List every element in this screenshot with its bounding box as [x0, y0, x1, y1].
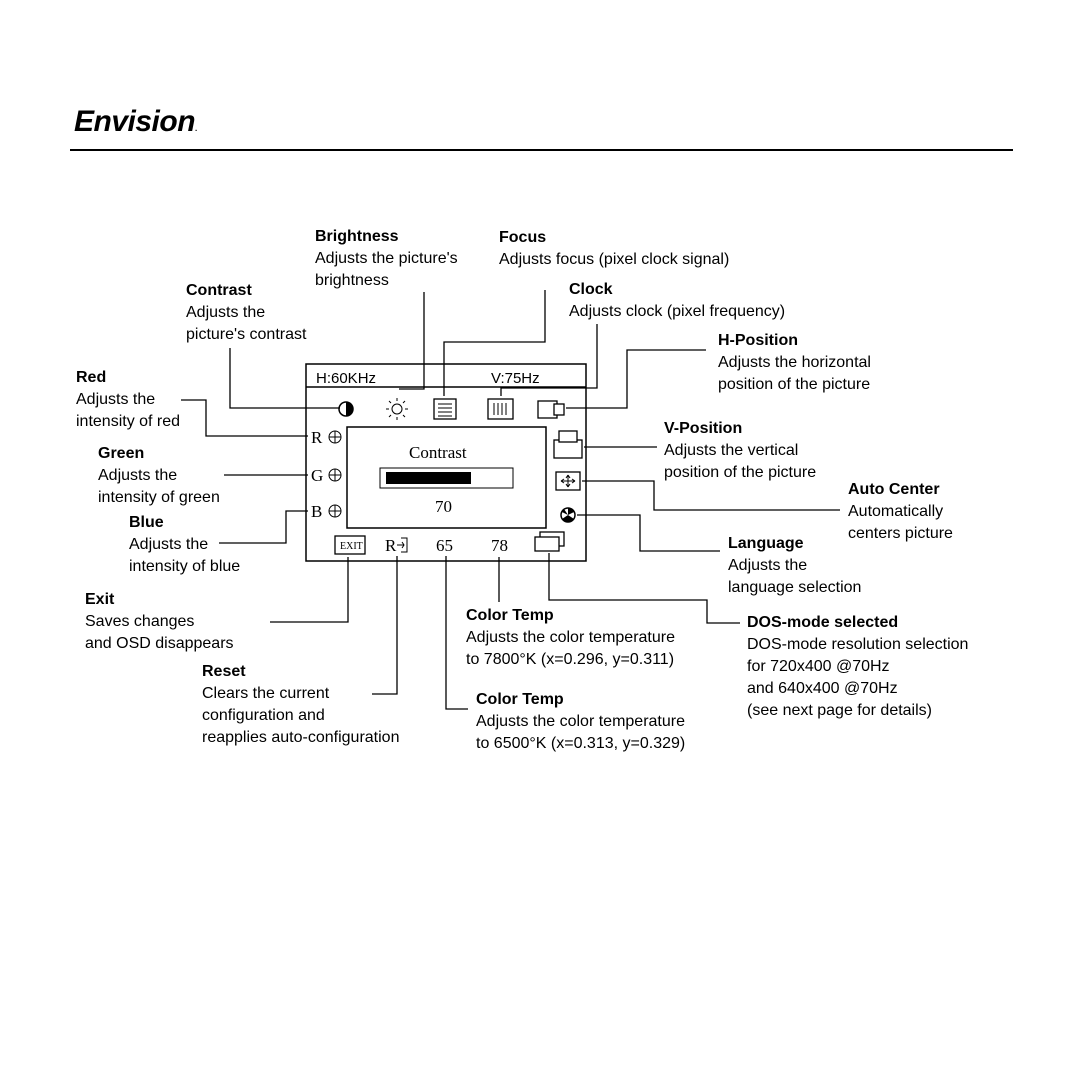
leader-h-position — [566, 349, 706, 409]
level-bar-fill — [386, 472, 471, 484]
panel-value: 70 — [435, 497, 452, 516]
leader-language — [577, 514, 720, 552]
osd-inner-panel — [346, 426, 547, 529]
callout-clock: Clock Adjusts clock (pixel frequency) — [569, 281, 786, 320]
dos-mode-icon[interactable] — [534, 531, 565, 552]
reset-icon — [397, 537, 408, 553]
leader-contrast — [229, 348, 340, 409]
callout-v-position: V-Position Adjusts the vertical position… — [664, 420, 817, 481]
blue-label[interactable]: B — [311, 502, 322, 521]
brightness-icon[interactable] — [386, 398, 408, 420]
contrast-icon[interactable] — [338, 401, 354, 417]
clock-icon[interactable] — [487, 398, 514, 420]
leader-lines — [181, 290, 840, 710]
leader-focus — [443, 290, 546, 396]
color-temp-78-button[interactable]: 78 — [491, 536, 508, 555]
leader-color-temp-65 — [445, 556, 468, 710]
reset-label: R — [385, 536, 397, 555]
reset-button[interactable]: R — [385, 536, 408, 555]
color-temp-65-button[interactable]: 65 — [436, 536, 453, 555]
callout-color-temp-78: Color Temp Adjusts the color temperature… — [466, 607, 675, 668]
header-rule — [70, 149, 1013, 151]
leader-auto-center — [582, 480, 840, 511]
callout-dos-mode: DOS-mode selected DOS-mode resolution se… — [747, 614, 969, 719]
level-bar-track — [379, 467, 514, 489]
callout-exit: Exit Saves changes and OSD disappears — [85, 591, 234, 652]
language-icon[interactable] — [560, 507, 576, 523]
leader-clock — [500, 324, 598, 396]
leader-dos-mode — [548, 553, 740, 624]
v-position-icon[interactable] — [553, 430, 583, 459]
panel-title: Contrast — [409, 443, 467, 462]
callout-brightness: Brightness Adjusts the picture's brightn… — [315, 228, 458, 289]
brand-logo: Envision. — [74, 105, 197, 138]
exit-button[interactable]: EXIT — [334, 535, 366, 555]
v-frequency: V:75Hz — [491, 370, 540, 387]
leader-exit — [270, 557, 349, 623]
callout-green: Green Adjusts the intensity of green — [98, 445, 220, 506]
red-label[interactable]: R — [311, 428, 323, 447]
leader-blue — [219, 510, 308, 544]
callout-color-temp-65: Color Temp Adjusts the color temperature… — [476, 691, 686, 752]
rgb-adjust-icons: R G B — [311, 428, 342, 521]
focus-icon[interactable] — [433, 398, 457, 420]
callout-blue: Blue Adjusts the intensity of blue — [129, 514, 241, 575]
callout-h-position: H-Position Adjusts the horizontal positi… — [718, 332, 871, 393]
h-frequency: H:60KHz — [316, 370, 376, 387]
callout-contrast: Contrast Adjusts the picture's contrast — [186, 282, 307, 343]
callout-language: Language Adjusts the language selection — [728, 535, 862, 596]
h-position-icon[interactable] — [537, 400, 565, 419]
callout-red: Red Adjusts the intensity of red — [76, 369, 181, 430]
exit-label: EXIT — [340, 541, 363, 552]
leader-red — [181, 399, 308, 437]
callout-reset: Reset Clears the current configuration a… — [202, 663, 400, 746]
green-label[interactable]: G — [311, 466, 323, 485]
callout-focus: Focus Adjusts focus (pixel clock signal) — [499, 229, 730, 268]
callout-auto-center: Auto Center Automatically centers pictur… — [848, 481, 953, 542]
leader-brightness — [399, 292, 425, 390]
auto-center-icon[interactable] — [555, 471, 581, 491]
leader-reset — [372, 556, 398, 695]
